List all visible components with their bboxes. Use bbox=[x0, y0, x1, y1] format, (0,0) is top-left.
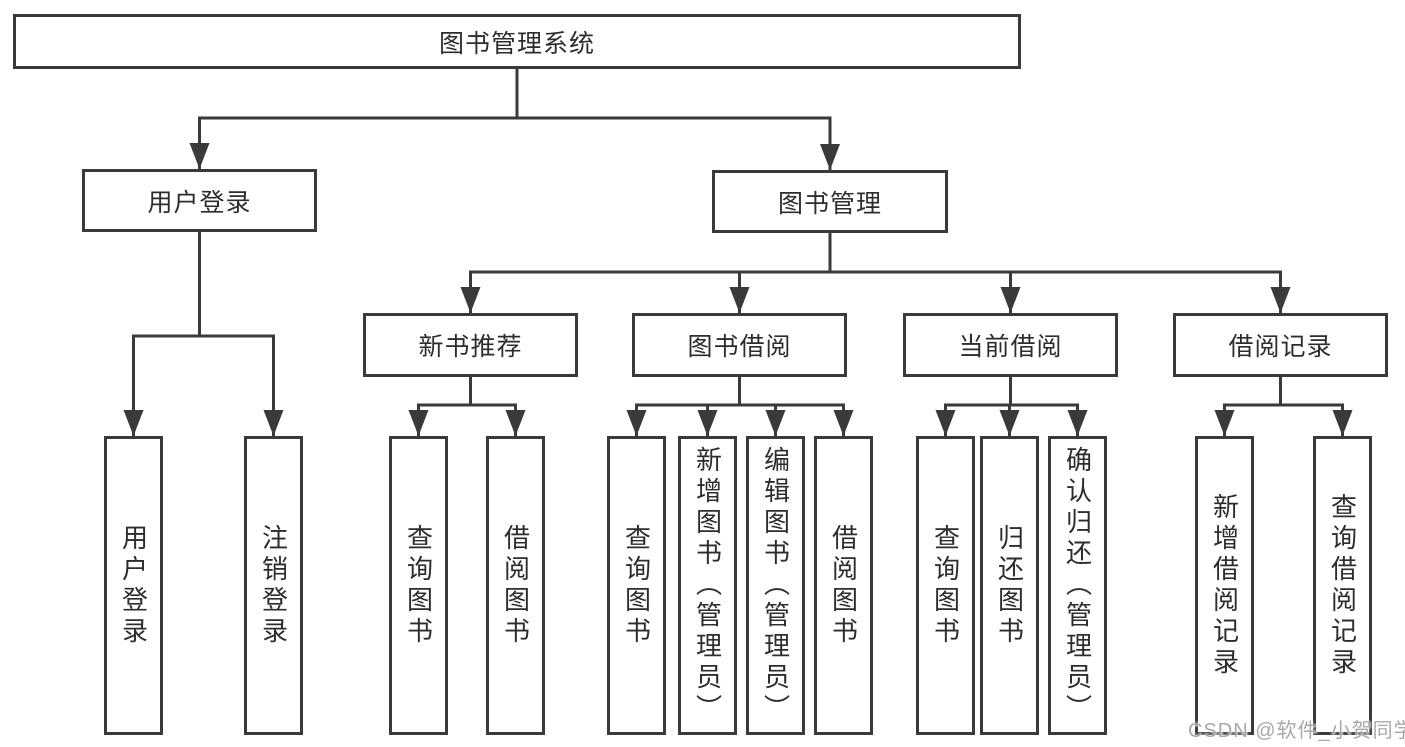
connector-current-borrow-split bbox=[935, 377, 1088, 436]
leaf-current-query-books-label: 查询图书 bbox=[930, 523, 961, 648]
leaf-logout: 注销登录 bbox=[244, 436, 303, 735]
leaf-current-confirm-return-admin: 确认归还（管理员） bbox=[1048, 436, 1107, 735]
leaf-borrow-edit-books-admin: 编辑图书（管理员） bbox=[746, 436, 805, 735]
leaf-records-query-record-label: 查询借阅记录 bbox=[1327, 492, 1358, 679]
leaf-recommend-query-books: 查询图书 bbox=[389, 436, 448, 735]
leaf-records-add-record: 新增借阅记录 bbox=[1195, 436, 1254, 735]
leaf-user-login-label: 用户登录 bbox=[118, 523, 149, 648]
leaf-records-query-record: 查询借阅记录 bbox=[1313, 436, 1372, 735]
connector-book-management-split bbox=[460, 233, 1291, 313]
leaf-borrow-add-books-admin: 新增图书（管理员） bbox=[678, 436, 737, 735]
node-new-book-recommend: 新书推荐 bbox=[363, 313, 578, 377]
leaf-borrow-borrow-books: 借阅图书 bbox=[814, 436, 873, 735]
leaf-borrow-borrow-books-label: 借阅图书 bbox=[828, 523, 859, 648]
node-book-borrow-label: 图书借阅 bbox=[687, 333, 792, 361]
node-current-borrow: 当前借阅 bbox=[903, 313, 1118, 377]
node-user-login-label: 用户登录 bbox=[147, 188, 252, 217]
leaf-borrow-edit-books-admin-label: 编辑图书（管理员） bbox=[760, 446, 791, 725]
leaf-borrow-query-books-label: 查询图书 bbox=[621, 523, 652, 648]
connector-user-login-split bbox=[123, 232, 284, 436]
leaf-current-return-books: 归还图书 bbox=[980, 436, 1039, 735]
leaf-current-confirm-return-admin-label: 确认归还（管理员） bbox=[1062, 446, 1093, 725]
node-borrow-records: 借阅记录 bbox=[1173, 313, 1388, 377]
node-library-management-system: 图书管理系统 bbox=[13, 14, 1021, 69]
node-user-login: 用户登录 bbox=[82, 169, 317, 232]
leaf-current-query-books: 查询图书 bbox=[916, 436, 975, 735]
csdn-watermark: CSDN @软件_小贺同学 bbox=[1188, 720, 1405, 742]
leaf-recommend-query-books-label: 查询图书 bbox=[403, 523, 434, 648]
leaf-user-login: 用户登录 bbox=[104, 436, 163, 735]
node-library-management-system-label: 图书管理系统 bbox=[438, 29, 595, 58]
leaf-logout-label: 注销登录 bbox=[258, 523, 289, 648]
connector-new-book-recommend-split bbox=[408, 377, 526, 436]
node-book-management: 图书管理 bbox=[712, 170, 948, 233]
leaf-borrow-add-books-admin-label: 新增图书（管理员） bbox=[692, 446, 723, 725]
leaf-records-add-record-label: 新增借阅记录 bbox=[1209, 492, 1240, 679]
node-new-book-recommend-label: 新书推荐 bbox=[418, 333, 523, 361]
connector-book-borrow-split bbox=[626, 377, 854, 436]
connector-root-split bbox=[189, 69, 840, 170]
connector-borrow-records-split bbox=[1214, 377, 1353, 436]
node-current-borrow-label: 当前借阅 bbox=[958, 333, 1063, 361]
leaf-recommend-borrow-books: 借阅图书 bbox=[486, 436, 545, 735]
leaf-current-return-books-label: 归还图书 bbox=[994, 523, 1025, 648]
node-book-management-label: 图书管理 bbox=[777, 189, 882, 218]
node-borrow-records-label: 借阅记录 bbox=[1228, 333, 1333, 361]
node-book-borrow: 图书借阅 bbox=[632, 313, 847, 377]
leaf-recommend-borrow-books-label: 借阅图书 bbox=[500, 523, 531, 648]
leaf-borrow-query-books: 查询图书 bbox=[607, 436, 666, 735]
